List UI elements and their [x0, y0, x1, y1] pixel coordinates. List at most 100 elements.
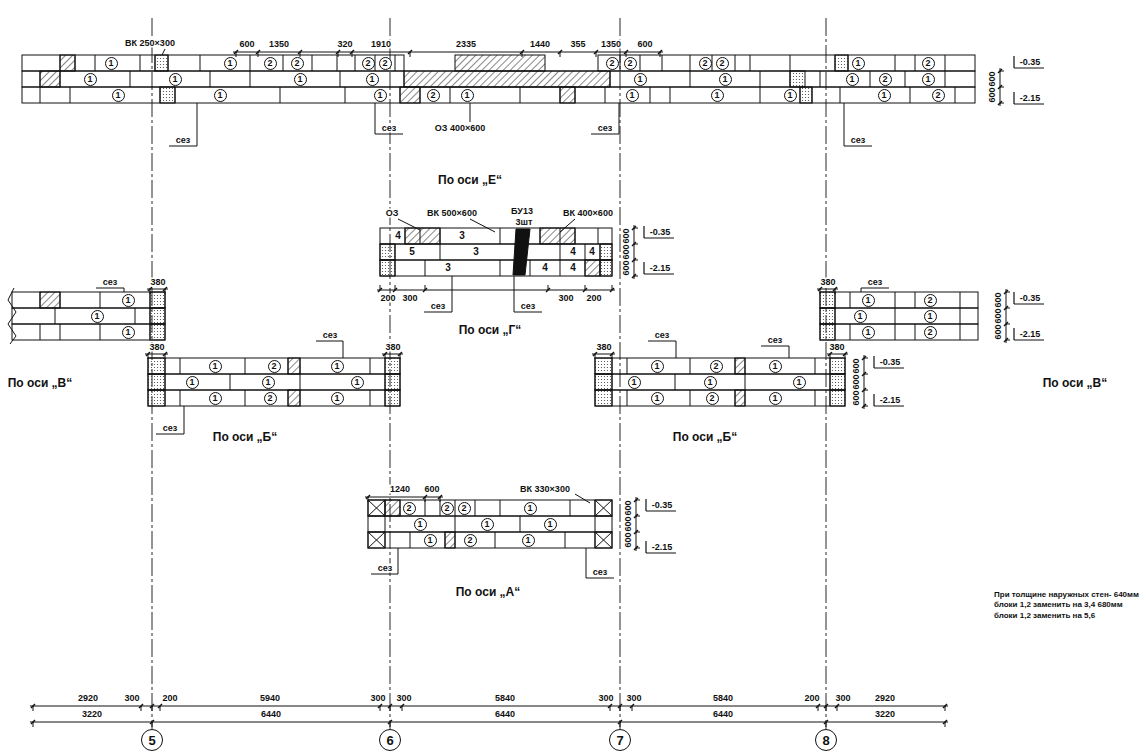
- block-joint: [640, 55, 641, 71]
- block-joint: [312, 55, 313, 71]
- block-joint: [300, 374, 301, 390]
- block-joint: [135, 308, 136, 324]
- block-joint: [585, 244, 586, 260]
- block-joint: [250, 71, 251, 87]
- block-joint: [895, 55, 896, 71]
- dimension-text: 200: [803, 694, 820, 703]
- dimension-text: 300: [557, 294, 574, 303]
- callout-circle: 1: [461, 89, 474, 102]
- block-row: [368, 516, 612, 532]
- hatched-block: [560, 87, 575, 103]
- callout-circle: 2: [264, 57, 277, 70]
- level-mark-text: -0.35: [879, 358, 902, 367]
- block-joint: [245, 358, 246, 374]
- dotted-block: [380, 244, 395, 260]
- dimension-text: 6440: [260, 710, 282, 719]
- dotted-block: [820, 308, 835, 324]
- block-row: [595, 374, 845, 390]
- callout-number: 1: [707, 378, 712, 387]
- leader-line: [514, 312, 542, 313]
- callout-number: 1: [369, 75, 374, 84]
- dimension-text: 300: [401, 294, 418, 303]
- callout-number: 2: [271, 362, 276, 371]
- block-joint: [495, 532, 496, 548]
- block-joint: [355, 55, 356, 71]
- block-joint: [570, 500, 571, 516]
- callout-number: 1: [334, 362, 339, 371]
- block-joint: [230, 374, 231, 390]
- block-row: [148, 358, 400, 374]
- dimension-text: 2920: [874, 694, 896, 703]
- hatched-block: [40, 71, 60, 87]
- dimension-text: 600: [624, 499, 633, 516]
- dimension-text: 300: [123, 694, 140, 703]
- callout-circle: 1: [366, 73, 379, 86]
- level-mark-text: -2.15: [649, 264, 672, 273]
- block-joint: [760, 71, 761, 87]
- callout-circle: 2: [624, 57, 637, 70]
- dimension-tick: [608, 704, 612, 708]
- dimension-tick: [438, 495, 442, 499]
- callout-number: 1: [629, 91, 634, 100]
- leader-line: [96, 288, 124, 289]
- callout-circle: 2: [291, 57, 304, 70]
- callout-circle: 1: [769, 392, 782, 405]
- axis-marker: 8: [815, 729, 837, 751]
- callout-number: 2: [430, 91, 435, 100]
- callout-circle: 2: [606, 57, 619, 70]
- block-joint: [425, 500, 426, 516]
- block-joint: [620, 55, 621, 71]
- dimension-text: 1350: [600, 40, 622, 49]
- dotted-block: [385, 390, 400, 406]
- leader-line: [844, 103, 845, 146]
- leader-line: [676, 341, 677, 358]
- block-joint: [395, 55, 396, 71]
- leader-line: [648, 341, 676, 342]
- callout-circle: 1: [846, 73, 859, 86]
- dimension-tick: [632, 274, 636, 278]
- leader-line: [789, 346, 790, 358]
- dimension-tick: [634, 546, 638, 550]
- callout-number: 1: [377, 91, 382, 100]
- dimension-text: 320: [336, 40, 353, 49]
- block-joint: [690, 55, 691, 71]
- level-mark-text: -2.15: [651, 543, 674, 552]
- block-joint: [250, 55, 251, 71]
- callout-number: 1: [631, 378, 636, 387]
- callout-circle: 1: [922, 73, 935, 86]
- callout-number: 1: [714, 91, 719, 100]
- dimension-line: [30, 706, 948, 707]
- callout-circle: 1: [626, 89, 639, 102]
- dimension-text: 2335: [455, 40, 477, 49]
- callout-circle: 1: [122, 294, 135, 307]
- dimension-tick: [943, 704, 947, 708]
- level-mark: [1013, 92, 1014, 104]
- leader-line: [470, 103, 471, 122]
- annotation-text: ВК 500×600: [426, 209, 478, 218]
- block-cross: [368, 500, 385, 516]
- dimension-line: [1006, 289, 1007, 343]
- dimension-text: 300: [834, 694, 851, 703]
- dimension-tick: [148, 287, 152, 291]
- dimension-text: 600: [423, 485, 440, 494]
- dimension-line: [634, 225, 635, 279]
- block-joint: [870, 71, 871, 87]
- callout-number: 1: [115, 91, 120, 100]
- callout-number: 2: [382, 59, 387, 68]
- level-mark: [643, 262, 644, 274]
- block-joint: [375, 55, 376, 71]
- dotted-block: [595, 374, 612, 390]
- block-joint: [790, 55, 791, 71]
- callout-number: 2: [444, 504, 449, 513]
- leader-line: [761, 346, 789, 347]
- leader-line: [124, 288, 125, 292]
- dimension-text: 600: [636, 40, 653, 49]
- callout-circle: 2: [716, 57, 729, 70]
- dimension-tick: [393, 288, 397, 292]
- callout-number: 2: [365, 59, 370, 68]
- dimension-text: 600: [622, 227, 631, 244]
- dimension-text: 380: [828, 343, 845, 352]
- block-joint: [735, 55, 736, 71]
- level-mark: [646, 511, 676, 512]
- callout-circle: 1: [91, 310, 104, 323]
